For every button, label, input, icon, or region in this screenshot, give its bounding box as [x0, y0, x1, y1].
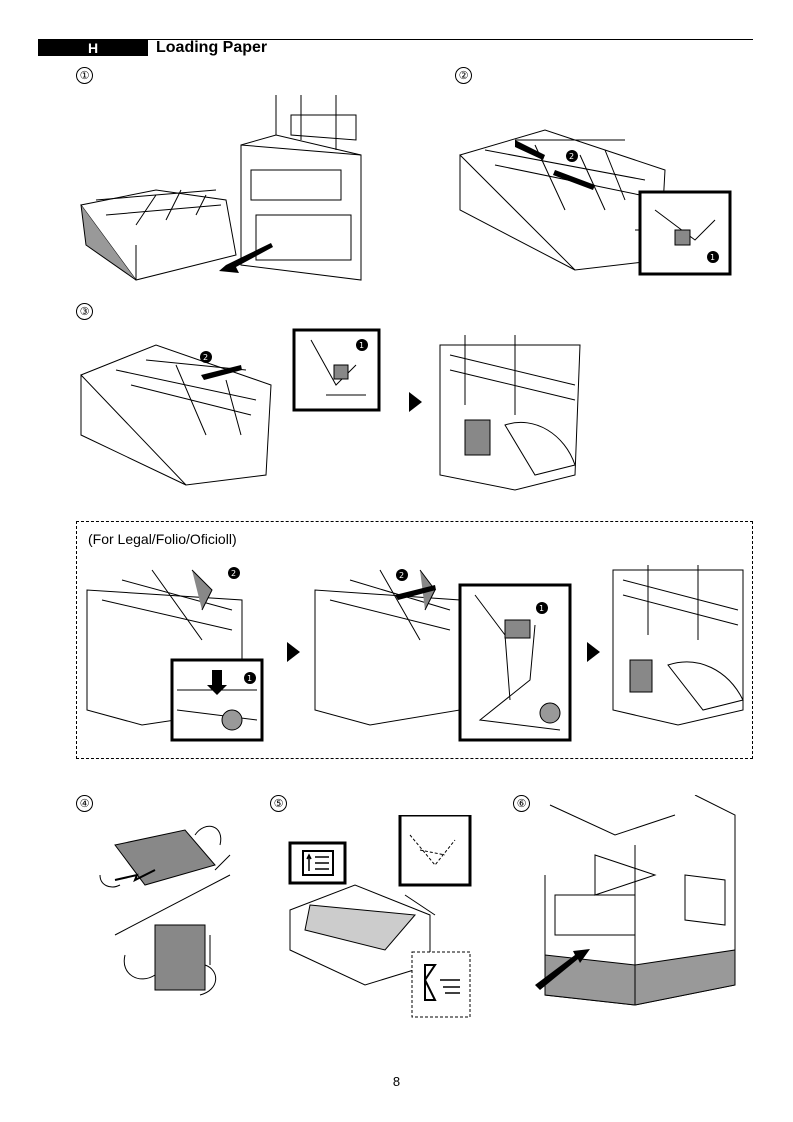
- legal-step-illustration-2: 2 1: [310, 560, 575, 745]
- header-rule: [38, 39, 753, 40]
- page-number: 8: [392, 1074, 401, 1089]
- callout-2-legal1: 2: [231, 569, 236, 578]
- step-1-illustration: [76, 95, 371, 285]
- legal-folio-label: (For Legal/Folio/Oficioll): [88, 531, 237, 547]
- step-2-number: ②: [455, 67, 472, 84]
- step-3-number: ③: [76, 303, 93, 320]
- step-4-number: ④: [76, 795, 93, 812]
- next-arrow-icon: [409, 392, 422, 412]
- step-4-illustration: [95, 815, 235, 1005]
- legal-folio-panel: [76, 521, 753, 759]
- section-letter: H: [38, 40, 148, 56]
- callout-1-legal1: 1: [247, 674, 252, 683]
- callout-1-legal2: 1: [539, 604, 544, 613]
- step-3-illustration-b: [435, 325, 585, 495]
- callout-2-step3: 2: [203, 353, 208, 362]
- step-6-illustration: [535, 795, 745, 1010]
- callout-2: 2: [569, 152, 574, 161]
- callout-2-legal2: 2: [399, 571, 404, 580]
- legal-step-illustration-1: 2 1: [82, 560, 272, 745]
- callout-1-step3: 1: [359, 341, 364, 350]
- callout-1-step2: 1: [710, 253, 715, 262]
- step-3-illustration-a: 2 1: [76, 325, 386, 495]
- step-5-illustration: [285, 815, 475, 1020]
- section-title: Loading Paper: [156, 39, 268, 56]
- step-2-illustration: 2 1: [455, 100, 735, 280]
- legal-step-illustration-3: [608, 560, 748, 745]
- step-6-number: ⑥: [513, 795, 530, 812]
- step-5-number: ⑤: [270, 795, 287, 812]
- step-1-number: ①: [76, 67, 93, 84]
- next-arrow-icon: [587, 642, 600, 662]
- next-arrow-icon: [287, 642, 300, 662]
